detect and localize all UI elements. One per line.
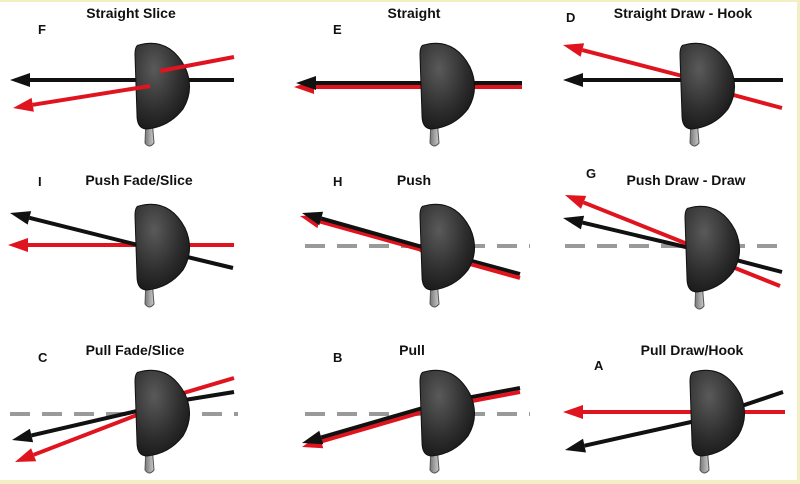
club-head — [419, 203, 475, 308]
panel-I — [8, 203, 234, 308]
club-head-body — [689, 369, 745, 457]
ball-flight-arrow-head — [563, 405, 583, 419]
panel-title-I: Push Fade/Slice — [85, 172, 193, 188]
club-path-arrow-shaft — [320, 216, 441, 254]
panel-letter-B: B — [333, 350, 343, 365]
ball-flight-tail — [159, 55, 235, 73]
club-path-arrow-shaft — [582, 220, 691, 250]
club-head — [134, 369, 190, 474]
club-path-arrow-head — [302, 430, 324, 445]
club-path-arrow-head — [10, 211, 32, 225]
club-head-body — [134, 203, 190, 291]
panel-title-H: Push — [396, 172, 432, 188]
panel-letter-G: G — [586, 166, 597, 181]
panel-title-D: Straight Draw - Hook — [613, 5, 753, 21]
club-head — [419, 42, 475, 147]
ball-flight-arrow-shaft — [581, 48, 691, 80]
panel-G — [563, 195, 785, 310]
panel-E — [294, 42, 522, 147]
panel-C — [10, 369, 238, 474]
panel-A — [563, 369, 785, 474]
ball-flight-arrow-head — [565, 195, 587, 209]
ball-flight-arrow-shaft — [582, 200, 691, 247]
club-head — [679, 42, 735, 147]
panel-letter-H: H — [333, 174, 343, 189]
ball-flight-arrow-shaft — [32, 408, 151, 457]
ball-flight-arrow-shaft — [32, 84, 151, 107]
panel-letter-F: F — [38, 22, 46, 37]
club-head-body — [419, 203, 475, 291]
panel-letter-D: D — [566, 10, 576, 25]
club-path-arrow-head — [10, 73, 30, 87]
club-head-body — [419, 42, 475, 130]
club-path-arrow-head — [565, 438, 586, 453]
panel-H — [300, 203, 530, 308]
panel-title-A: Pull Draw/Hook — [640, 342, 744, 358]
ball-flight-arrow-head — [15, 448, 37, 462]
club-head — [134, 42, 190, 147]
club-path-arrow-head — [296, 76, 316, 90]
panel-F — [10, 42, 235, 147]
club-path-arrow-shaft — [28, 215, 151, 250]
ball-flight-arrow-head — [8, 238, 28, 252]
panel-letter-C: C — [38, 350, 48, 365]
club-head-body — [684, 205, 740, 293]
ball-flight-arrow-head — [13, 97, 34, 112]
panel-title-F: Straight Slice — [86, 5, 176, 21]
club-path-arrow-shaft — [584, 418, 701, 448]
club-path-arrow-shaft — [31, 406, 151, 438]
club-head — [684, 205, 740, 310]
panel-B — [302, 369, 530, 474]
panel-letter-A: A — [594, 358, 604, 373]
club-head-body — [679, 42, 735, 130]
panel-D — [563, 42, 783, 147]
club-head — [689, 369, 745, 474]
ball-flight-arrow-shaft — [318, 219, 441, 257]
club-path-arrow-head — [12, 428, 34, 443]
club-path-arrow-head — [563, 73, 583, 87]
panel-title-B: Pull — [399, 342, 425, 358]
panel-letter-E: E — [333, 22, 342, 37]
panel-title-G: Push Draw - Draw — [626, 172, 746, 188]
ball-flight-arrow-shaft — [320, 405, 441, 444]
ball-flight-arrow-head — [563, 43, 585, 57]
club-path-arrow-shaft — [320, 401, 441, 440]
panel-title-C: Pull Fade/Slice — [85, 342, 185, 358]
club-head-body — [134, 42, 190, 130]
panel-title-E: Straight — [387, 5, 441, 21]
club-head — [134, 203, 190, 308]
club-head-body — [419, 369, 475, 457]
panel-letter-I: I — [38, 174, 42, 189]
club-head-body — [134, 369, 190, 457]
club-path-arrow-head — [302, 211, 324, 226]
club-head — [419, 369, 475, 474]
club-path-arrow-head — [563, 215, 585, 230]
